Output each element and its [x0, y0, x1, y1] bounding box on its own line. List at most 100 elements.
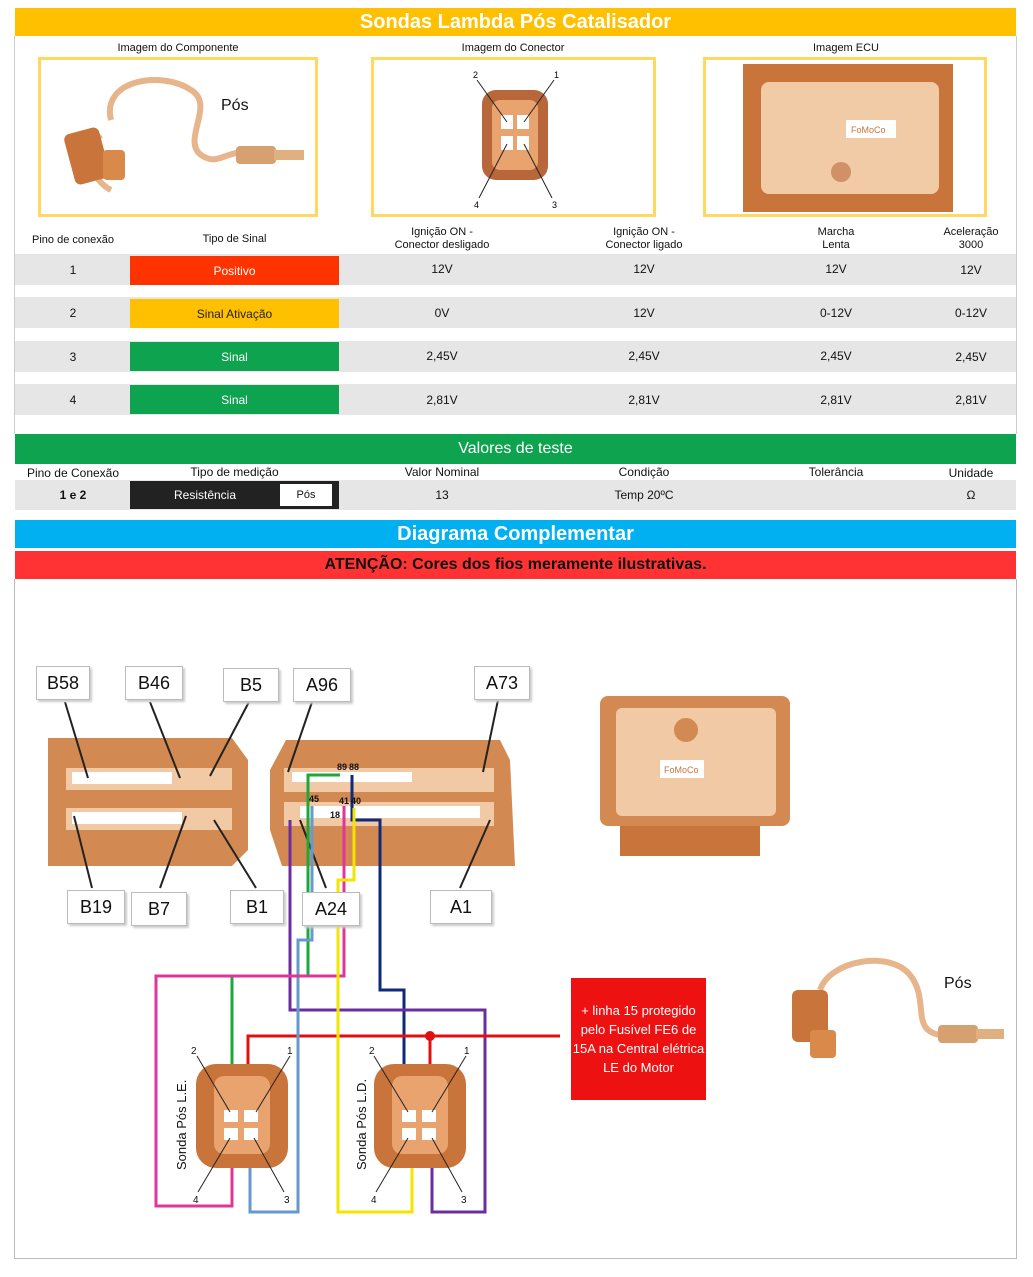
row1-accel: 12V	[960, 263, 982, 277]
test-header-nominal: Valor Nominal	[404, 465, 480, 479]
sensor-photo-illustration: Pós	[792, 957, 1004, 1058]
label-b58: B58	[36, 666, 90, 700]
pin-18: 18	[330, 810, 340, 820]
row1-signal: Positivo	[130, 256, 339, 285]
header-signal: Tipo de Sinal	[202, 233, 267, 245]
pin-41: 41	[339, 796, 349, 806]
diagram-ecu-brand: FoMoCo	[664, 765, 699, 775]
left-pin-4: 4	[193, 1195, 199, 1206]
test-unit: Ω	[966, 488, 976, 502]
warning-banner: ATENÇÃO: Cores dos fios meramente ilustr…	[15, 551, 1016, 579]
label-b19: B19	[67, 890, 125, 924]
sensor-photo-label: Pós	[944, 975, 972, 992]
right-pin-2: 2	[369, 1046, 375, 1057]
row1-idle: 12V	[825, 262, 847, 276]
row3-idle: 2,45V	[820, 349, 852, 363]
header-idle-line2: Lenta	[822, 239, 850, 251]
header-ign-on: Ignição ON - Conector ligado	[562, 226, 726, 252]
ecu-brand: FoMoCo	[851, 125, 886, 135]
right-pin-4: 4	[371, 1195, 377, 1206]
component-caption: Imagem do Componente	[117, 42, 239, 54]
pin-45: 45	[309, 794, 319, 804]
row3-ign-on: 2,45V	[628, 349, 660, 363]
header-pin: Pino de conexão	[32, 234, 114, 246]
connector-caption: Imagem do Conector	[461, 42, 565, 54]
row4-ign-off: 2,81V	[426, 393, 458, 407]
sensor-right-label: Sonda Pós L.D.	[354, 1079, 369, 1170]
right-pin-3: 3	[461, 1195, 467, 1206]
test-type: Resistência	[173, 488, 237, 502]
header-ign-off-line2: Conector desligado	[394, 239, 490, 251]
info-panel	[14, 36, 1017, 434]
ecu-diagram-illustration: FoMoCo	[600, 696, 790, 856]
label-a96: A96	[293, 668, 351, 702]
sensor-right-illustration	[374, 1064, 466, 1168]
test-header-condition: Condição	[618, 465, 670, 479]
row2-accel: 0-12V	[954, 306, 988, 320]
row2-pin: 2	[69, 306, 77, 320]
ecu-image: FoMoCo	[703, 57, 987, 217]
row2-ign-off: 0V	[434, 306, 450, 320]
diagram-frame	[14, 579, 1017, 1259]
header-ign-off: Ignição ON - Conector desligado	[360, 226, 524, 252]
label-a73: A73	[474, 666, 530, 700]
right-pin-1: 1	[464, 1046, 470, 1057]
row4-signal: Sinal	[130, 385, 339, 414]
header-ign-off-line1: Ignição ON -	[411, 226, 473, 238]
row2-ign-on: 12V	[633, 306, 655, 320]
header-ign-on-line1: Ignição ON -	[613, 226, 675, 238]
left-pin-1: 1	[287, 1046, 293, 1057]
pin-40: 40	[351, 796, 361, 806]
row2-signal: Sinal Ativação	[130, 299, 339, 328]
label-a24: A24	[302, 892, 360, 926]
connector-image: 2 1 4 3	[371, 57, 656, 217]
row4-idle: 2,81V	[820, 393, 852, 407]
test-header-tolerance: Tolerância	[808, 465, 864, 479]
pin-89: 89	[337, 762, 347, 772]
diagram-title: Diagrama Complementar	[15, 520, 1016, 548]
header-ign-on-line2: Conector ligado	[605, 239, 683, 251]
label-b46: B46	[125, 666, 183, 700]
header-accel-line1: Aceleração	[943, 226, 999, 238]
test-nominal: 13	[435, 488, 449, 502]
sensor-left-label: Sonda Pós L.E.	[174, 1080, 189, 1170]
row4-pin: 4	[69, 393, 77, 407]
ecu-illustration: FoMoCo	[743, 64, 953, 212]
row1-pin: 1	[69, 263, 77, 277]
row3-ign-off: 2,45V	[426, 349, 458, 363]
test-pin: 1 e 2	[59, 488, 87, 502]
row2-idle: 0-12V	[819, 306, 853, 320]
connector-b-illustration	[48, 738, 248, 866]
test-type-tag: Pós	[280, 484, 332, 506]
lambda-sensor-illustration: Pós	[64, 77, 304, 193]
header-idle: Marcha Lenta	[776, 226, 896, 252]
test-values-title: Valores de teste	[15, 434, 1016, 464]
label-a1: A1	[430, 890, 492, 924]
row3-signal: Sinal	[130, 342, 339, 371]
pin-88: 88	[349, 762, 359, 772]
test-type-cell: Resistência Pós	[130, 481, 339, 509]
header-idle-line1: Marcha	[817, 226, 855, 238]
label-b5: B5	[223, 668, 279, 702]
component-label: Pós	[221, 97, 249, 114]
header-accel: Aceleração 3000	[925, 226, 1017, 252]
row3-accel: 2,45V	[955, 350, 987, 364]
page-title: Sondas Lambda Pós Catalisador	[15, 8, 1016, 36]
label-b7: B7	[131, 892, 187, 926]
row1-ign-on: 12V	[633, 262, 655, 276]
component-image: Pós	[38, 57, 318, 217]
header-accel-line2: 3000	[958, 239, 984, 251]
row4-ign-on: 2,81V	[628, 393, 660, 407]
conn-pin-2: 2	[473, 70, 478, 80]
row1-ign-off: 12V	[431, 262, 453, 276]
row4-accel: 2,81V	[955, 393, 987, 407]
conn-pin-1: 1	[554, 70, 559, 80]
left-pin-2: 2	[191, 1046, 197, 1057]
test-header-pin: Pino de Conexão	[26, 466, 120, 480]
test-header-type: Tipo de medição	[190, 465, 279, 479]
ecu-caption: Imagem ECU	[812, 42, 880, 54]
conn-pin-4: 4	[474, 200, 479, 210]
fuse-note-text: + linha 15 protegido pelo Fusível FE6 de…	[572, 1003, 705, 1075]
label-b1: B1	[230, 890, 284, 924]
